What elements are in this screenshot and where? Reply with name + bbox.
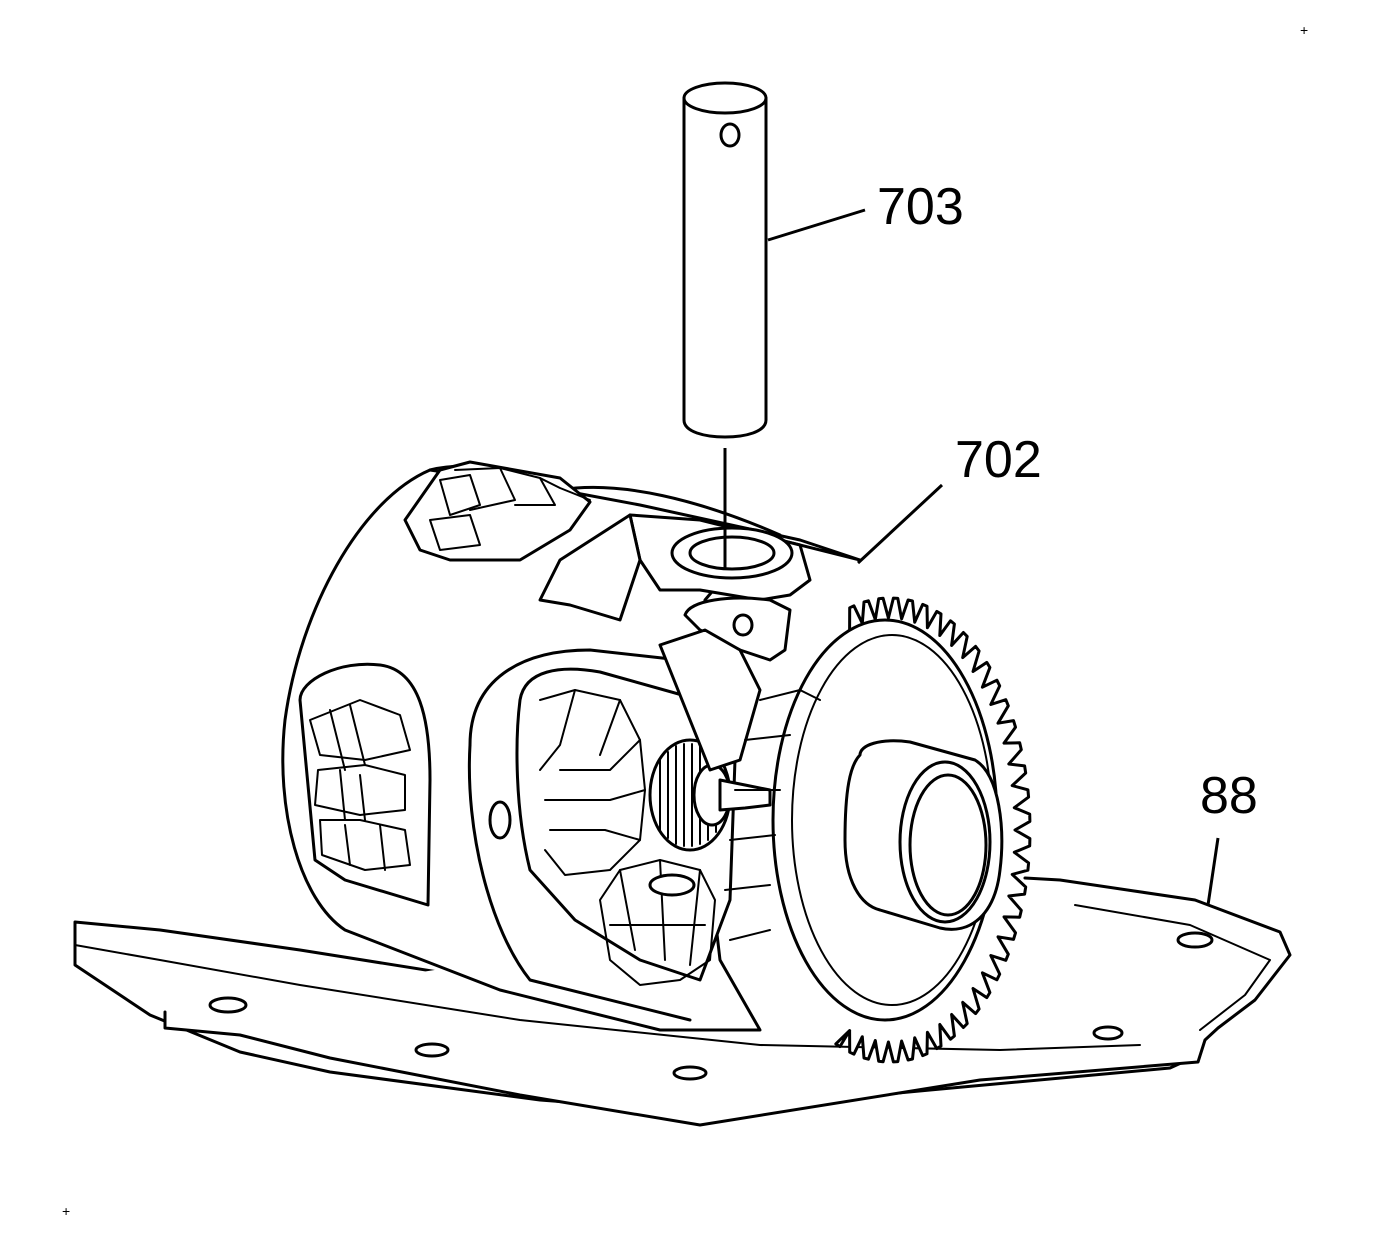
leader-88: [1206, 837, 1220, 906]
differential-case: [281, 460, 862, 1032]
leader-703: [767, 208, 866, 242]
registration-mark-bottom-left: +: [62, 1203, 70, 1219]
callout-88: 88: [1200, 767, 1258, 825]
callout-703: 703: [877, 178, 964, 236]
pinion-shaft-pin: [682, 81, 768, 568]
ring-gear: [724, 596, 1032, 1064]
callout-702: 702: [955, 431, 1042, 489]
registration-mark-top-right: +: [1300, 22, 1308, 38]
leader-702: [856, 483, 944, 565]
